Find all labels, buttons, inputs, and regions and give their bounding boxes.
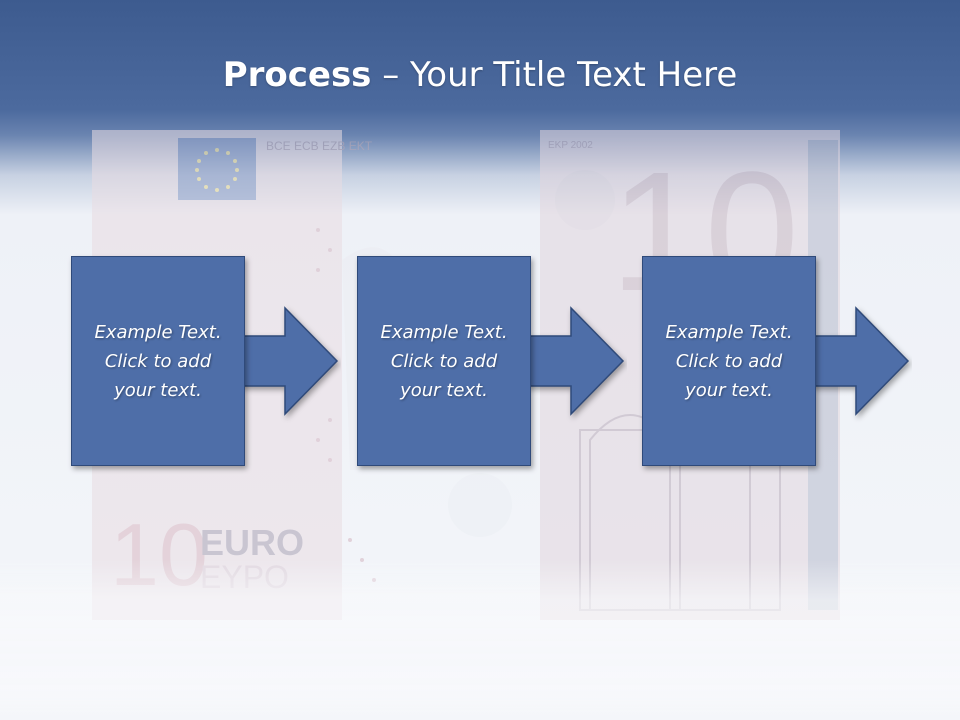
process-step-3[interactable]: Example Text. Click to add your text. bbox=[642, 256, 912, 468]
step-text-box[interactable]: Example Text. Click to add your text. bbox=[642, 256, 816, 466]
title-rest-text: – Your Title Text Here bbox=[371, 55, 738, 95]
eu-stars bbox=[195, 148, 239, 192]
step-text: Example Text. Click to add your text. bbox=[94, 321, 222, 401]
watermark-ekp-year: EKP 2002 bbox=[548, 140, 593, 151]
process-step-2[interactable]: Example Text. Click to add your text. bbox=[357, 256, 627, 468]
puzzle-knob-round bbox=[448, 473, 512, 537]
arrow-right-icon bbox=[811, 306, 910, 416]
step-text: Example Text. Click to add your text. bbox=[380, 321, 508, 401]
step-text-box[interactable]: Example Text. Click to add your text. bbox=[71, 256, 245, 466]
step-text: Example Text. Click to add your text. bbox=[665, 321, 793, 401]
slide-title[interactable]: Process – Your Title Text Here bbox=[0, 40, 960, 110]
watermark-euro-word: EURO bbox=[200, 522, 304, 563]
arrow-right-icon bbox=[526, 306, 625, 416]
watermark-bank-codes: BCE ECB EZB EKT bbox=[266, 139, 373, 153]
arrow-right-icon bbox=[240, 306, 339, 416]
step-text-box[interactable]: Example Text. Click to add your text. bbox=[357, 256, 531, 466]
puzzle-knob-top bbox=[555, 170, 615, 230]
title-strong-text: Process bbox=[222, 55, 372, 95]
process-step-1[interactable]: Example Text. Click to add your text. bbox=[71, 256, 341, 468]
